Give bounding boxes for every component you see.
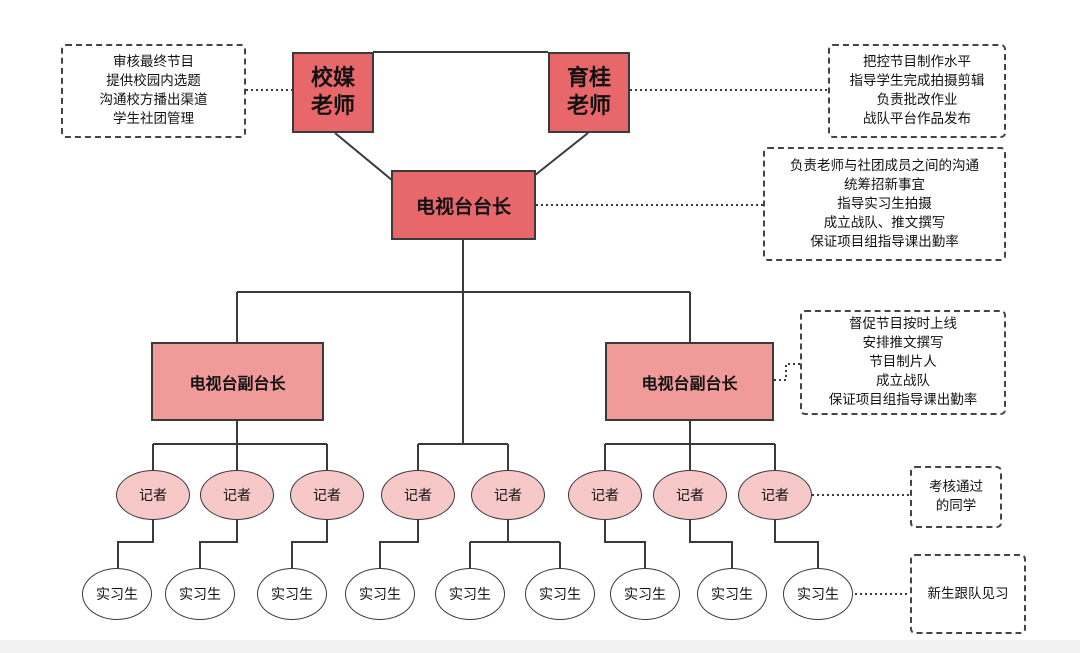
chief-duties-note: 负责老师与社团成员之间的沟通 统筹招新事宜 指导实习生拍摄 成立战队、推文撰写 … [763,147,1006,261]
intern-node: 实习生 [82,568,152,620]
intern-node: 实习生 [525,568,595,620]
deputy-chief-left-box: 电视台副台长 [151,342,324,421]
bottom-edge [0,640,1080,653]
intern-1-link [117,520,154,568]
deputy-chief-right-box: 电视台副台长 [605,342,774,421]
note-line: 成立战队 [876,373,930,389]
intern-4-link [379,520,419,568]
note-line: 统筹招新事宜 [844,176,925,193]
note-line: 新生跟队见习 [927,585,1009,602]
note-line: 考核通过 [929,479,983,495]
note-line: 指导学生完成拍摄剪辑 [849,73,985,89]
note-line: 保证项目组指导课出勤率 [828,392,978,408]
note-line: 督促节目按时上线 [849,316,957,332]
reporter-node: 记者 [738,470,812,520]
note-line: 节目制片人 [869,354,937,370]
intern-node: 实习生 [165,568,235,620]
reporter-node: 记者 [653,470,727,520]
intern-node: 实习生 [345,568,415,620]
reporter-note: 考核通过 的同学 [910,466,1002,528]
right-teacher-duties-note: 把控节目制作水平 指导学生完成拍摄剪辑 负责批改作业 战队平台作品发布 [828,44,1006,138]
yugui-teacher-box: 育桂 老师 [548,52,630,133]
note-line: 负责老师与社团成员之间的沟通 [790,157,979,174]
reporter-node: 记者 [200,470,274,520]
deputy-duties-note: 督促节目按时上线 安排推文撰写 节目制片人 成立战队 保证项目组指导课出勤率 [800,310,1006,415]
intern-node: 实习生 [257,568,327,620]
intern-2-link [199,520,238,568]
note-line: 的同学 [935,498,977,514]
note-line: 安排推文撰写 [862,335,944,351]
note-line: 指导实习生拍摄 [837,195,932,212]
intern-3-link [291,520,328,568]
note-line: 把控节目制作水平 [863,54,971,70]
intern-8-link [689,520,733,568]
intern-9-link [774,520,819,568]
intern-node: 实习生 [697,568,767,620]
reporter-node: 记者 [471,470,545,520]
reporter-node: 记者 [381,470,455,520]
intern-7-link [604,520,646,568]
note-line: 成立战队、推文撰写 [823,214,946,231]
note-line: 保证项目组指导课出勤率 [810,233,959,250]
intern-node: 实习生 [783,568,853,620]
note-line: 学生社团管理 [113,111,194,127]
intern-node: 实习生 [610,568,680,620]
left-teacher-duties-note: 审核最终节目 提供校园内选题 沟通校方播出渠道 学生社团管理 [61,44,246,138]
reporter-node: 记者 [568,470,642,520]
reporter-node: 记者 [290,470,364,520]
deputy-note-connector [774,363,800,381]
note-line: 战队平台作品发布 [863,111,971,127]
school-media-teacher-box: 校媒 老师 [292,52,374,133]
note-line: 负责批改作业 [876,92,958,108]
note-line: 提供校园内选题 [106,73,201,89]
reporter-node: 记者 [116,470,190,520]
station-chief-box: 电视台台长 [391,170,536,240]
intern-node: 实习生 [435,568,505,620]
intern-note: 新生跟队见习 [910,554,1026,634]
note-line: 沟通校方播出渠道 [99,92,208,108]
note-line: 审核最终节目 [113,54,194,70]
